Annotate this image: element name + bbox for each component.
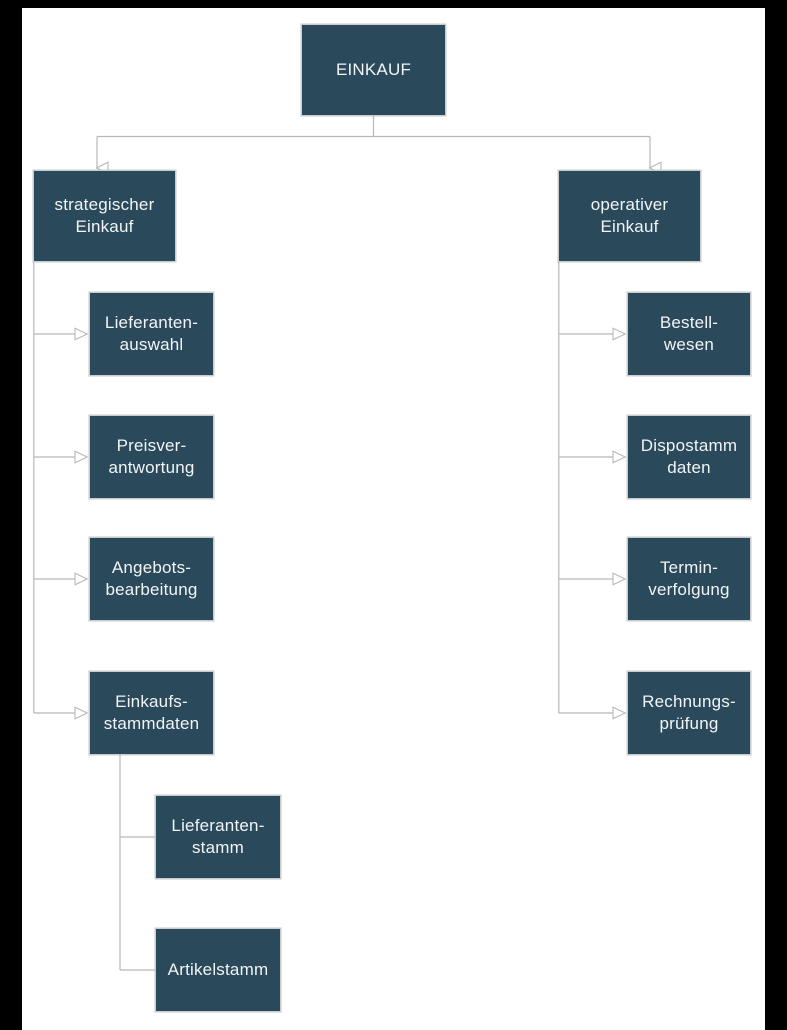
node-angebotsbearbeitung[interactable]: Angebots- bearbeitung [89, 537, 214, 621]
node-operativer-einkauf[interactable]: operativer Einkauf [558, 170, 701, 262]
node-dispostammdaten[interactable]: Dispostamm daten [627, 415, 751, 499]
node-strategischer-einkauf[interactable]: strategischer Einkauf [33, 170, 176, 262]
node-rechnungspruefung[interactable]: Rechnungs- prüfung [627, 671, 751, 755]
node-artikelstamm[interactable]: Artikelstamm [155, 928, 281, 1012]
node-lieferantenauswahl[interactable]: Lieferanten- auswahl [89, 292, 214, 376]
node-einkaufsstammdaten[interactable]: Einkaufs- stammdaten [89, 671, 214, 755]
node-bestellwesen[interactable]: Bestell- wesen [627, 292, 751, 376]
node-terminverfolgung[interactable]: Termin- verfolgung [627, 537, 751, 621]
node-einkauf[interactable]: EINKAUF [301, 24, 446, 116]
diagram-nodes: EINKAUF strategischer Einkauf operativer… [22, 8, 765, 1030]
node-lieferantenstamm[interactable]: Lieferanten- stamm [155, 795, 281, 879]
node-preisverantwortung[interactable]: Preisver- antwortung [89, 415, 214, 499]
diagram-canvas: EINKAUF strategischer Einkauf operativer… [22, 8, 765, 1030]
